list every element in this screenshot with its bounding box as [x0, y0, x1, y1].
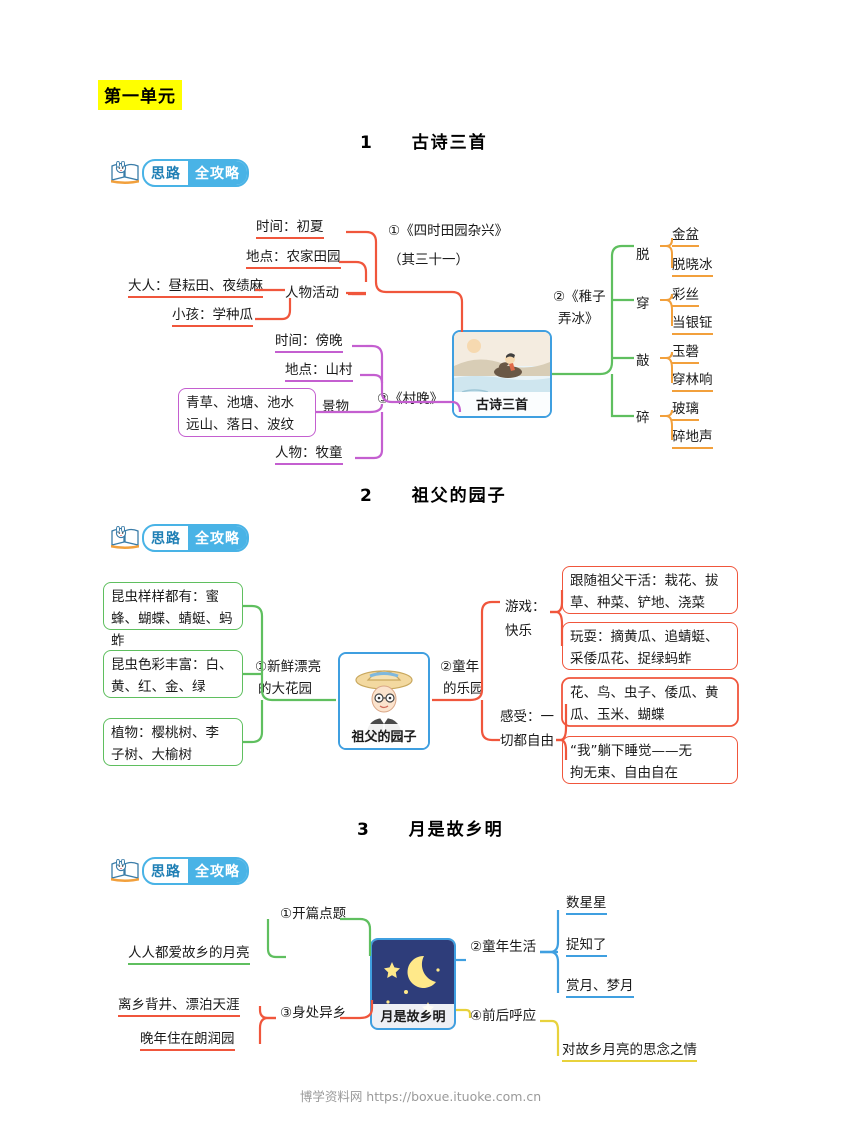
- section-1-name: 古诗三首: [411, 133, 488, 153]
- strategy-stamp-1: 思路 全攻略: [110, 159, 249, 187]
- s1-b2-val-2-1: 穿林响: [672, 371, 713, 392]
- strategy-stamp-2: 思路 全攻略: [110, 524, 249, 552]
- poem-card-caption: 古诗三首: [454, 392, 550, 416]
- strategy-pill: 思路 全攻略: [142, 524, 249, 552]
- s3-right-item-0-0: 数星星: [566, 894, 607, 915]
- s2-group-0-item-0: 跟随祖父干活：栽花、拔 草、种菜、铲地、浇菜: [562, 566, 738, 614]
- section-1-title: 1 古诗三首: [360, 128, 488, 153]
- s3-left-label-1: ③身处异乡: [280, 1005, 347, 1021]
- s1-branch-2-label-2: 弄冰》: [558, 311, 599, 327]
- section-3-name: 月是故乡明: [408, 820, 504, 840]
- s2-left-item-0: 昆虫样样都有：蜜 蜂、蝴蝶、蜻蜓、蚂蚱: [103, 582, 243, 649]
- s1-b3-item-2: 景物: [322, 399, 349, 415]
- section-3-number: 3: [357, 820, 371, 840]
- strategy-pill: 思路 全攻略: [142, 159, 249, 187]
- strategy-left-label: 思路: [151, 864, 181, 880]
- s2-group-1-key-2: 切都自由: [500, 733, 554, 749]
- section-2-name: 祖父的园子: [411, 486, 507, 506]
- s1-b2-key-0: 脱: [636, 247, 650, 263]
- book-icon: [110, 525, 140, 550]
- strategy-left-label: 思路: [151, 166, 181, 182]
- s2-group-0-key-2: 快乐: [505, 623, 532, 639]
- garden-card-caption: 祖父的园子: [340, 724, 428, 748]
- s2-left-label-2: 的大花园: [258, 681, 312, 697]
- s3-right-item-1-0: 对故乡月亮的思念之情: [562, 1041, 697, 1062]
- s2-left-item-1: 昆虫色彩丰富：白、 黄、红、金、绿: [103, 650, 243, 698]
- s2-group-1-item-1: “我”躺下睡觉——无 拘无束、自由自在: [562, 736, 738, 784]
- s1-b1-item-2: 人物活动: [285, 285, 339, 301]
- strategy-right-label: 全攻略: [188, 161, 247, 185]
- s3-right-label-0: ②童年生活: [470, 939, 537, 955]
- s1-b1-item-4: 小孩：学种瓜: [172, 306, 253, 327]
- s3-left-text-1: 离乡背井、漂泊天涯: [118, 996, 240, 1017]
- s1-b2-val-1-1: 当银钲: [672, 314, 713, 335]
- unit-badge: 第一单元: [98, 80, 182, 110]
- s1-b3-item-4: 远山、落日、波纹: [186, 417, 294, 433]
- s1-b3-item-1: 地点：山村: [285, 361, 353, 382]
- s1-b2-val-0-1: 脱晓冰: [672, 256, 713, 277]
- s1-branch-3-label: ③《村晚》: [377, 391, 444, 407]
- s3-left-text-0: 人人都爱故乡的月亮: [128, 944, 250, 965]
- s1-b1-item-0: 时间：初夏: [256, 218, 324, 239]
- strategy-left-label: 思路: [151, 531, 181, 547]
- section-1-number: 1: [360, 133, 374, 153]
- section-2-title: 2 祖父的园子: [360, 481, 507, 506]
- s1-b2-key-3: 碎: [636, 410, 650, 426]
- s2-right-label-2: 的乐园: [443, 681, 484, 697]
- strategy-right-label: 全攻略: [188, 859, 247, 883]
- s1-b2-key-1: 穿: [636, 296, 650, 312]
- strategy-pill: 思路 全攻略: [142, 857, 249, 885]
- s2-left-item-2: 植物：樱桃树、李 子树、大榆树: [103, 718, 243, 766]
- s1-b2-val-3-0: 玻璃: [672, 400, 699, 421]
- s3-left-text-2: 晚年住在朗润园: [140, 1030, 235, 1051]
- s1-branch-2-label: ②《稚子: [553, 289, 606, 305]
- garden-illustration-card: 祖父的园子: [338, 652, 430, 750]
- s2-right-label: ②童年: [440, 659, 480, 675]
- s3-left-label-0: ①开篇点题: [280, 906, 347, 922]
- s2-group-1-key: 感受：一: [500, 709, 554, 725]
- poem-illustration-card: 古诗三首: [452, 330, 552, 418]
- s1-b2-key-2: 敲: [636, 353, 650, 369]
- s1-b2-val-3-1: 碎地声: [672, 428, 713, 449]
- s3-right-label-1: ④前后呼应: [470, 1008, 537, 1024]
- s1-b3-item-3: 青草、池塘、池水: [186, 395, 294, 411]
- s2-group-1-item-0: 花、鸟、虫子、倭瓜、黄 瓜、玉米、蝴蝶: [570, 685, 719, 723]
- moon-card-caption: 月是故乡明: [372, 1004, 454, 1028]
- moon-illustration-card: 月是故乡明: [370, 938, 456, 1030]
- book-icon: [110, 858, 140, 883]
- s1-b3-item-0: 时间：傍晚: [275, 332, 343, 353]
- s1-b2-val-0-0: 金盆: [672, 226, 699, 247]
- s2-group-0-item-1: 玩耍：摘黄瓜、追蜻蜓、 采倭瓜花、捉绿蚂蚱: [562, 622, 738, 670]
- s2-left-label: ①新鲜漂亮: [255, 659, 322, 675]
- book-icon: [110, 160, 140, 185]
- s1-b2-val-1-0: 彩丝: [672, 286, 699, 307]
- s1-branch-1-label-2: （其三十一）: [388, 252, 469, 268]
- s1-branch-1-label: ①《四时田园杂兴》: [388, 223, 509, 239]
- s1-b1-item-1: 地点：农家田园: [246, 248, 341, 269]
- s1-b3-item-5: 人物：牧童: [275, 444, 343, 465]
- s1-b1-item-3: 大人：昼耘田、夜绩麻: [128, 277, 263, 298]
- s2-group-0-key: 游戏：: [505, 599, 546, 615]
- s3-right-item-0-1: 捉知了: [566, 936, 607, 957]
- strategy-right-label: 全攻略: [188, 526, 247, 550]
- s3-right-item-0-2: 赏月、梦月: [566, 977, 634, 998]
- strategy-stamp-3: 思路 全攻略: [110, 857, 249, 885]
- s1-b2-val-2-0: 玉磬: [672, 343, 699, 364]
- s1-b3-scenery-box: 青草、池塘、池水 远山、落日、波纹: [178, 388, 316, 437]
- footer-watermark: 博学资料网 https://boxue.ituoke.com.cn: [299, 1089, 542, 1104]
- section-3-title: 3 月是故乡明: [357, 815, 504, 840]
- section-2-number: 2: [360, 486, 374, 506]
